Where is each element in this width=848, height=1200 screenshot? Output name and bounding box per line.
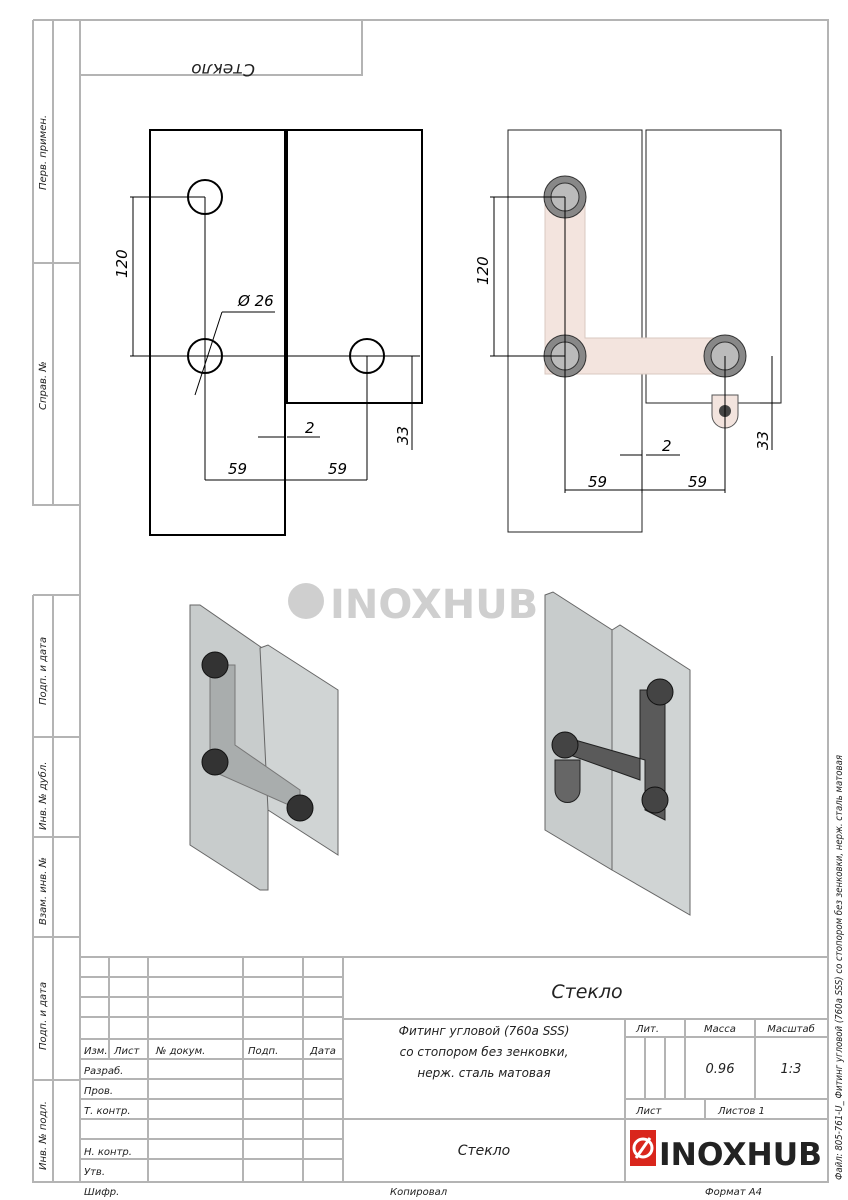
hdr-list: Лист [113,1046,141,1057]
hdr-izm: Изм. [84,1046,108,1057]
mirrored-label-box [79,19,363,76]
name-line: нерж. сталь матовая [417,1066,550,1080]
mass-label: Масса [704,1024,736,1035]
name-line: со стопором без зенковки, [400,1045,569,1059]
front-view-fitting: 120 2 59 59 33 [474,129,782,533]
dim-gap: 2 [305,419,315,437]
footer-kopiroval: Копировал [390,1187,448,1198]
podp-data-label: Подп. и дата [38,982,49,1050]
role-n-kontr: Н. контр. [84,1147,132,1158]
watermark: INOXHUB [288,582,538,628]
sprav-no-label: Справ. № [38,361,49,410]
dim-height: 120 [113,249,131,278]
scale-label: Масштаб [767,1023,815,1035]
title-block: Изм. Лист № докум. Подп. Дата Разраб. Пр… [80,956,828,1182]
dim-offset-x: 59 [228,460,247,478]
vzam-inv-label: Взам. инв. № [38,857,49,925]
dim-diameter: Ø 26 [237,292,274,310]
svg-text:INOXHUB: INOXHUB [330,582,538,628]
scale-value: 1:3 [781,1062,802,1077]
lit-label: Лит. [635,1024,659,1035]
designation: Стекло [551,981,622,1003]
dim-gap: 2 [662,437,672,455]
dim-height: 120 [474,256,492,285]
sheet-frame [79,19,829,1183]
front-view-glass: 120 Ø 26 2 59 59 33 [113,129,423,536]
isometric-view-back [189,604,339,891]
role-t-kontr: Т. контр. [84,1106,131,1117]
isometric-view-front [544,591,691,916]
left-strip: Перв. примен. Справ. № Подп. и дата Инв.… [32,19,80,1183]
name-line: Фитинг угловой (760a SSS) [399,1024,570,1038]
dim-offset-y: 33 [754,431,772,450]
sheet-label: Лист [635,1106,663,1117]
material: Стекло [458,1143,511,1159]
mirrored-label: Стекло [191,59,255,79]
footer-format: Формат А4 [705,1187,762,1198]
inoxhub-logo: INOXHUB [630,1130,822,1173]
svg-text:INOXHUB: INOXHUB [659,1137,822,1173]
role-utv: Утв. [84,1167,105,1178]
role-razrab: Разраб. [84,1065,123,1077]
perv-primen-label: Перв. примен. [38,115,49,190]
inv-podl-label: Инв. № подл. [38,1101,49,1170]
file-label: Файл: 805-761-U_ Фитинг угловой (760a SS… [834,755,845,1180]
mass-value: 0.96 [706,1062,735,1077]
dim-offset-y: 33 [394,426,412,445]
hdr-data: Дата [309,1046,336,1057]
podp-data-label: Подп. и дата [38,637,49,705]
inv-dubl-label: Инв. № дубл. [37,762,49,830]
sheets-label: Листов 1 [717,1106,765,1117]
dim-offset-x: 59 [688,473,707,491]
dim-offset-x: 59 [328,460,347,478]
dim-offset-x: 59 [588,473,607,491]
hdr-doc-no: № докум. [155,1046,205,1057]
footer-shifr: Шифр. [84,1187,119,1198]
role-prov: Пров. [84,1086,113,1097]
hdr-podp: Подп. [248,1046,278,1057]
